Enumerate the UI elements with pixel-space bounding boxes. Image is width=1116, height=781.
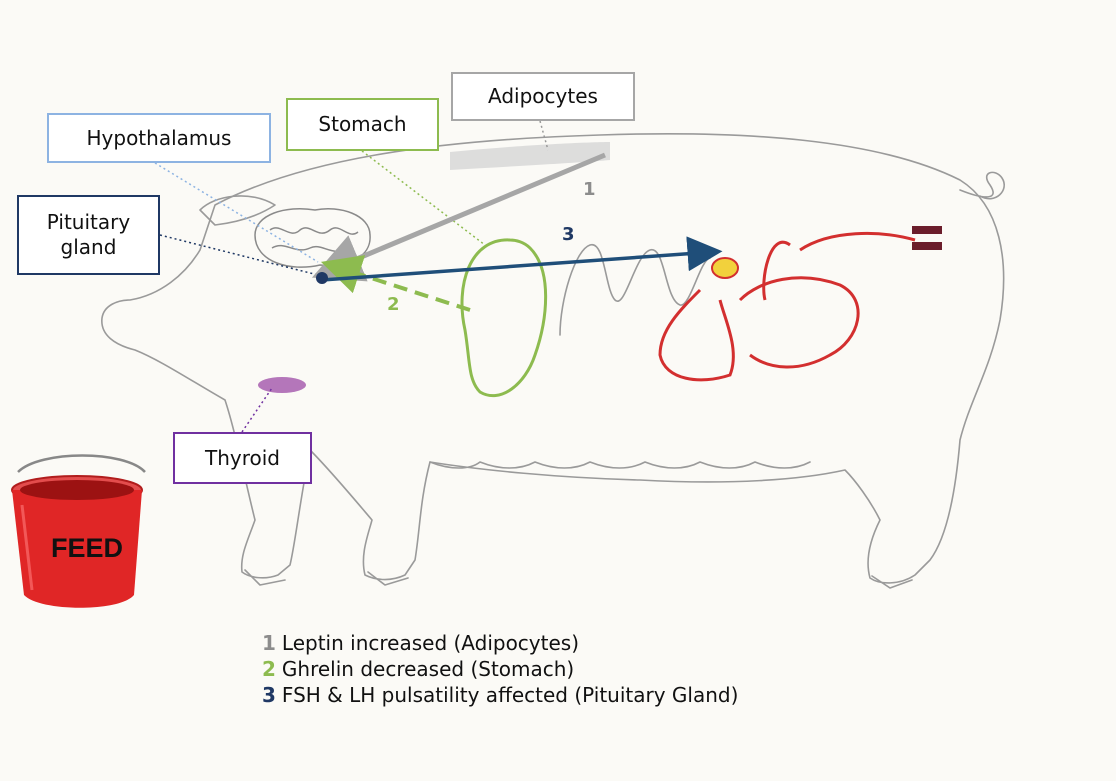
legend-number: 3 xyxy=(262,683,276,707)
pituitary-arrow xyxy=(322,252,712,280)
pig-body-outline xyxy=(102,134,1004,583)
legend-number: 2 xyxy=(262,657,276,681)
stomach-label: Stomach xyxy=(286,98,439,151)
pig-ear xyxy=(200,196,275,225)
thyroid-gland xyxy=(258,377,306,393)
pituitary-dot xyxy=(316,272,328,284)
legend-number: 1 xyxy=(262,631,276,655)
hypothalamus-label: Hypothalamus xyxy=(47,113,271,163)
pituitary-gland-label: Pituitary gland xyxy=(17,195,160,275)
leptin-arrow xyxy=(335,155,605,268)
feed-bucket xyxy=(12,456,145,608)
legend-text: FSH & LH pulsatility affected (Pituitary… xyxy=(282,683,738,707)
pig-teats xyxy=(430,462,810,468)
thyroid-label: Thyroid xyxy=(173,432,312,484)
reproductive-tract xyxy=(660,233,915,379)
arrow-number-1: 1 xyxy=(583,179,596,200)
ovary xyxy=(712,258,738,278)
legend-text: Leptin increased (Adipocytes) xyxy=(282,631,579,655)
adipocytes-label: Adipocytes xyxy=(451,72,635,121)
feed-label: FEED xyxy=(37,533,137,564)
arrow-number-2: 2 xyxy=(387,294,400,315)
arrow-number-3: 3 xyxy=(562,224,575,245)
legend-text: Ghrelin decreased (Stomach) xyxy=(282,657,574,681)
